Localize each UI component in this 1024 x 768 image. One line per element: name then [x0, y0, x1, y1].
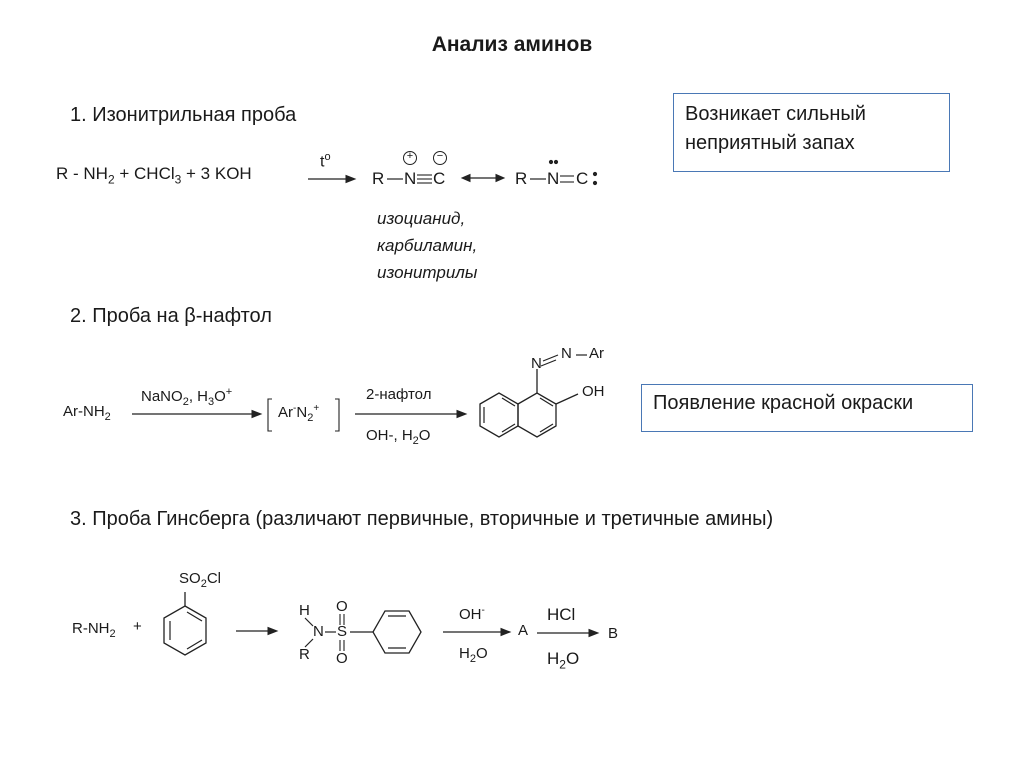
note-box-color: Появление красной окраски [641, 384, 973, 432]
sulfur-atom: S [337, 623, 348, 640]
isonitrile-reactants: R - NH2 + CHCl3 + 3 KOH [56, 164, 252, 187]
carbene-r: R [515, 169, 528, 188]
sulfonamide-r: R [299, 646, 310, 663]
section-3-heading: 3. Проба Гинсберга (различают первичные,… [70, 508, 774, 530]
hydroxide-reagent: OH- [459, 605, 485, 623]
product-names: изоцианид, карбиламин, изонитрилы [377, 209, 478, 282]
negative-charge: − [436, 150, 444, 162]
hydroxyl-group: OH [582, 383, 605, 400]
diazonium-salt: Ar-N2+ [278, 403, 320, 424]
azo-n2: N [561, 345, 572, 362]
carbene-c: C [576, 169, 589, 188]
page-title: Анализ аминов [431, 33, 593, 56]
isocyanide-c: C [433, 169, 446, 188]
sulfonamide-n: N [313, 623, 324, 640]
section-1-heading: 1. Изонитрильная проба [70, 104, 297, 126]
carbene-n: N [547, 169, 560, 188]
heat-label: to [320, 151, 331, 171]
product-b: B [608, 625, 619, 642]
alkaline-conditions: OH-, H2O [366, 427, 431, 447]
note-box-smell: Возникает сильный неприятный запах [673, 93, 950, 172]
azo-n1: N [531, 355, 542, 372]
water-reagent-1: H2O [459, 645, 488, 665]
naphthol-reagent: 2-нафтол [366, 386, 432, 403]
isocyanide-n: N [404, 169, 417, 188]
sulfonamide-h: H [299, 602, 310, 619]
azo-aryl: Ar [589, 345, 604, 362]
sulfonyl-chloride-label: SO2Cl [179, 570, 221, 590]
plus-sign: + [133, 618, 142, 635]
intermediate-a: A [518, 622, 529, 639]
oxygen-bottom: O [336, 650, 348, 667]
primary-amine: R-NH2 [72, 620, 116, 640]
hcl-reagent: HCl [547, 605, 576, 624]
section-2-heading: 2. Проба на β-нафтол [70, 305, 272, 327]
oxygen-top: O [336, 598, 348, 615]
nitrite-reagent: NaNO2, H3O+ [141, 386, 233, 408]
isocyanide-r: R [372, 169, 385, 188]
positive-charge: + [406, 150, 414, 162]
arylamine: Ar-NH2 [63, 403, 111, 423]
water-reagent-2: H2O [547, 649, 580, 672]
